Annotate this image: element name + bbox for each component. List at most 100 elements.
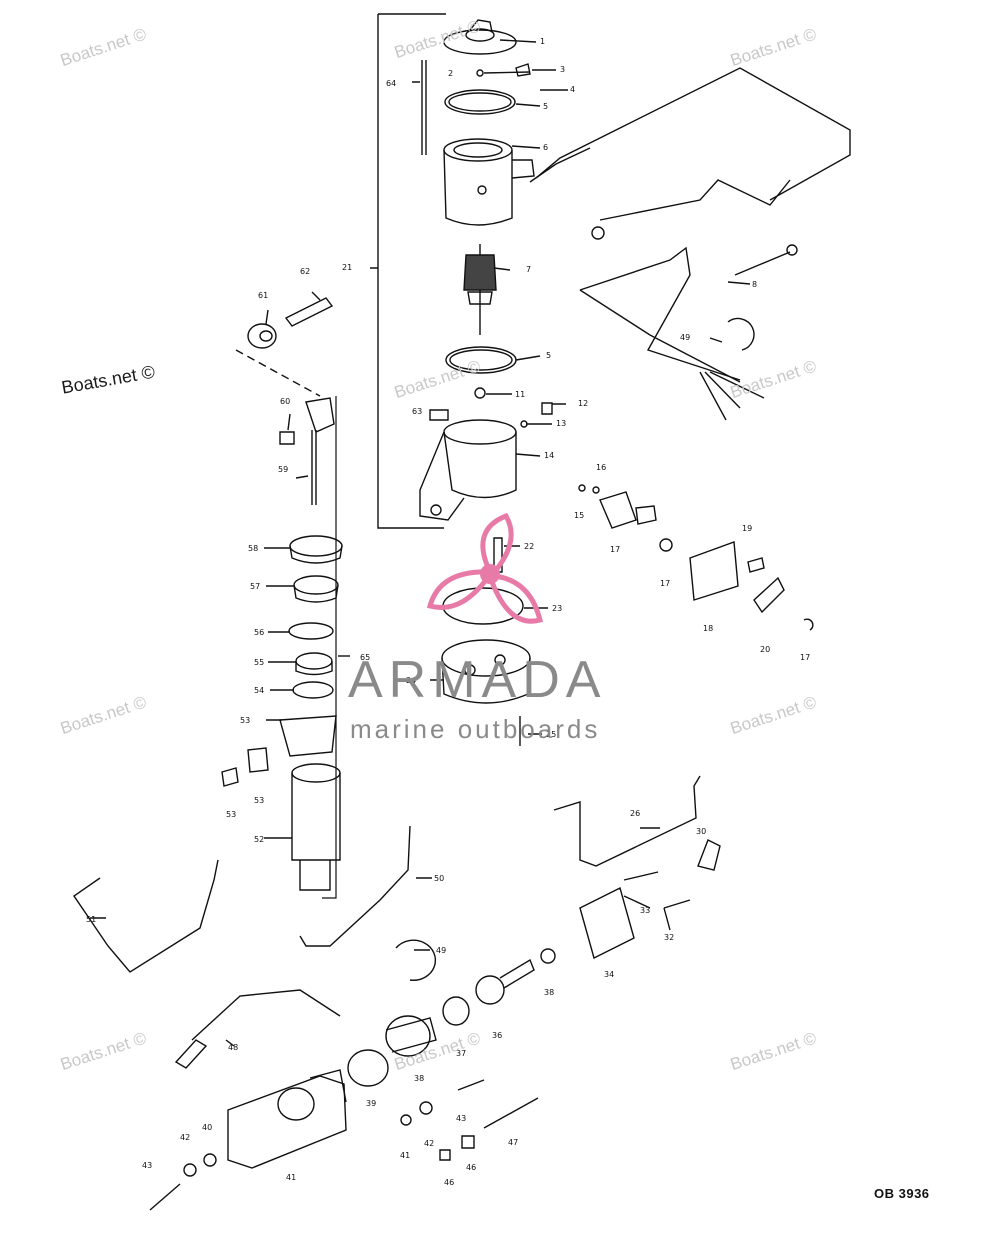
bolt-43-lower-part [149, 1183, 181, 1211]
part-number-label: 34 [604, 970, 614, 979]
part-number-label: 17 [660, 579, 670, 588]
clevis-part [305, 397, 335, 505]
part-number-label: 13 [556, 419, 566, 428]
part-number-label: 20 [760, 645, 770, 654]
part-number-label: 54 [254, 686, 264, 695]
part-number-label: 16 [596, 463, 606, 472]
part-number-label: 51 [86, 915, 96, 924]
bolt-33-part [623, 871, 659, 881]
part-number-label: 17 [800, 653, 810, 662]
part-number-label: 24 [406, 676, 416, 685]
plate-18-part [689, 541, 739, 601]
washer-part [476, 69, 484, 77]
part-number-label: 36 [492, 1031, 502, 1040]
cap-58-part [289, 535, 343, 564]
part-number-label: 48 [228, 1043, 238, 1052]
part-number-label: 26 [630, 809, 640, 818]
part-number-label: 2 [448, 69, 453, 78]
wire-harness-part [529, 67, 851, 421]
washer-42-part [183, 1163, 197, 1177]
part-number-label: 41 [286, 1173, 296, 1182]
bracket-53-part [221, 715, 337, 787]
part-number-label: 58 [248, 544, 258, 553]
retaining-ring-part [727, 317, 755, 351]
screw-part [541, 402, 553, 415]
part-number-label: 4 [570, 85, 575, 94]
cylinder-52-part [291, 763, 341, 891]
brush-spring-part [515, 63, 531, 77]
part-number-label: 38 [544, 988, 554, 997]
part-number-label: 25 [546, 730, 556, 739]
sleeve-38-part [385, 1015, 437, 1057]
part-number-label: 49 [436, 946, 446, 955]
part-number-label: 32 [664, 933, 674, 942]
part-number-label: 5 [546, 351, 551, 360]
part-number-label: 64 [386, 79, 396, 88]
bushing-part [247, 323, 277, 349]
part-number-label: 30 [696, 827, 706, 836]
part-number-label: 15 [574, 511, 584, 520]
pin-22-part [493, 537, 503, 573]
part-number-label: 65 [360, 653, 370, 662]
line-26-part [553, 775, 701, 867]
part-number-label: 22 [524, 542, 534, 551]
part-number-label: 53 [240, 716, 250, 725]
clip-30-part [697, 839, 721, 871]
o-ring-top [444, 89, 516, 115]
piston-57-part [293, 575, 339, 603]
pump-body-24-part [441, 639, 531, 704]
piston-36-part [475, 958, 535, 1005]
part-number-label: 6 [543, 143, 548, 152]
part-number-label: 21 [342, 263, 352, 272]
part-number-label: 23 [552, 604, 562, 613]
end-head-part [419, 409, 517, 521]
part-number-label: 59 [278, 465, 288, 474]
bolt-43-part [457, 1079, 485, 1091]
nut-17-part [659, 538, 673, 552]
part-number-label: 17 [610, 545, 620, 554]
part-number-label: 3 [560, 65, 565, 74]
switch-17-part [578, 484, 657, 529]
part-number-label: 49 [680, 333, 690, 342]
part-number-label: 55 [254, 658, 264, 667]
part-number-label: 61 [258, 291, 268, 300]
piston-55-part [295, 652, 333, 676]
part-number-label: 12 [578, 399, 588, 408]
o-ring-37 [442, 996, 470, 1026]
cylinder-40-part [227, 1069, 347, 1169]
motor-frame-part [443, 138, 535, 226]
line-51-part [73, 859, 219, 973]
logo-tagline: marine outboards [350, 714, 601, 744]
part-number-label: 63 [412, 407, 422, 416]
part-number-label: 38 [414, 1074, 424, 1083]
part-number-label: 50 [434, 874, 444, 883]
part-number-label: 53 [254, 796, 264, 805]
part-number-label: 53 [226, 810, 236, 819]
line-48-part [191, 989, 341, 1041]
part-number-label: 62 [300, 267, 310, 276]
screw-19-part [747, 557, 765, 573]
end-cap-part [443, 19, 517, 55]
part-number-label: 42 [180, 1133, 190, 1142]
part-number-label: 5 [543, 102, 548, 111]
part-number-label: 46 [466, 1163, 476, 1172]
part-number-label: 11 [515, 390, 525, 399]
part-number-label: 47 [508, 1138, 518, 1147]
ring-49-part [395, 939, 437, 981]
bracket-20-part [753, 576, 785, 614]
part-number-label: 40 [202, 1123, 212, 1132]
nut-60-part [279, 431, 295, 445]
part-number-label: 43 [142, 1161, 152, 1170]
part-number-label: 1 [540, 37, 545, 46]
part-number-label: 57 [250, 582, 260, 591]
clip-17-part [803, 618, 814, 631]
part-number-label: 60 [280, 397, 290, 406]
part-number-label: 8 [752, 280, 757, 289]
part-number-label: 43 [456, 1114, 466, 1123]
part-number-label: 46 [444, 1178, 454, 1187]
part-number-label: 39 [366, 1099, 376, 1108]
cover-34-part [579, 886, 635, 960]
